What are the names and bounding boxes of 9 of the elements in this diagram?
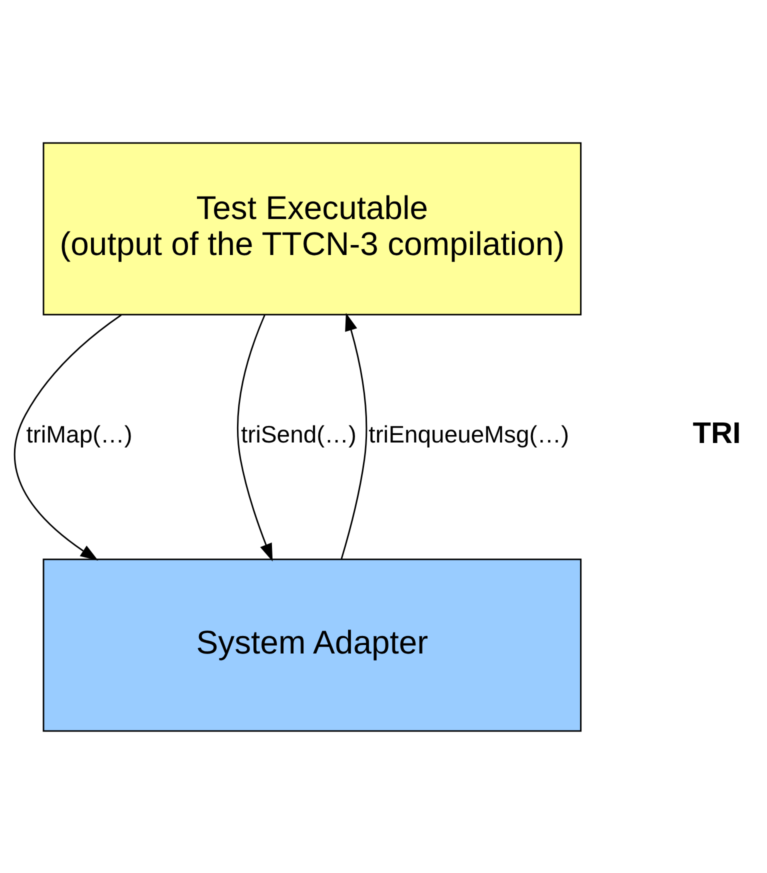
node-box: Test Executable (output of the TTCN-3 compilation): [42, 142, 582, 315]
node-box: System Adapter: [42, 558, 582, 732]
label: TRI: [692, 416, 741, 450]
arrow: [14, 314, 122, 560]
edge-label: triMap(…): [26, 421, 132, 448]
edge-label: triSend(…): [241, 421, 356, 448]
edge-label: triEnqueueMsg(…): [368, 421, 570, 448]
arrow: [340, 312, 368, 559]
arrow: [237, 314, 273, 561]
